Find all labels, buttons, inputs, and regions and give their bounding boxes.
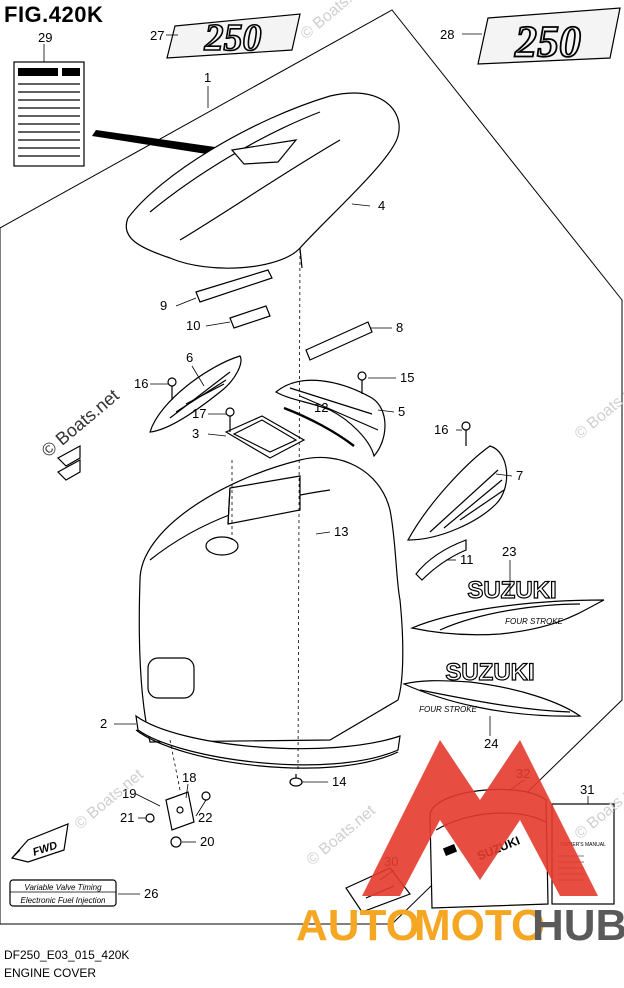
- callout-17: 17: [192, 406, 206, 421]
- callout-14: 14: [332, 774, 346, 789]
- callout-16-right: 16: [434, 422, 448, 437]
- callout-16-left: 16: [134, 376, 148, 391]
- decal-250-left: 250: [166, 13, 301, 60]
- manual-title: OWNER'S MANUAL: [560, 842, 606, 848]
- frame-outline: [0, 9, 623, 925]
- seal-strip-9: [195, 269, 273, 303]
- screw-15: [357, 371, 367, 394]
- seal-strip-10: [229, 305, 271, 329]
- decal-23: SUZUKI FOUR STROKE: [410, 576, 605, 636]
- logo-auto: AUTO: [296, 901, 420, 950]
- suzuki-s-logo: [57, 444, 81, 481]
- decal-250-right-text: 250: [514, 17, 581, 66]
- callout-5: 5: [398, 404, 405, 419]
- callout-13: 13: [334, 524, 348, 539]
- seal-strip-12: [283, 406, 355, 447]
- seal-strip-8: [305, 321, 373, 361]
- callout-27: 27: [150, 28, 164, 43]
- gasket-3: [224, 415, 306, 459]
- callout-21: 21: [120, 810, 134, 825]
- callout-24: 24: [484, 736, 498, 751]
- decal-23-fourstroke: FOUR STROKE: [505, 617, 563, 626]
- callout-20: 20: [200, 834, 214, 849]
- guide-lines: [169, 249, 301, 791]
- grommet-14: [289, 774, 303, 787]
- top-cover: [125, 92, 400, 269]
- callout-8: 8: [396, 320, 403, 335]
- callout-22: 22: [198, 810, 212, 825]
- vent-grille-6: [149, 355, 242, 433]
- logo-hub: HUB: [532, 901, 624, 950]
- watermark-boats-right: © Boats.net: [572, 376, 624, 443]
- callout-6: 6: [186, 350, 193, 365]
- warning-label-29: [13, 61, 85, 167]
- callout-19: 19: [122, 786, 136, 801]
- watermark-boats-top: © Boats.net: [298, 0, 374, 43]
- callout-11: 11: [460, 552, 474, 567]
- callout-12: 12: [314, 400, 328, 415]
- decal-250-left-text: 250: [204, 17, 262, 59]
- fwd-tag: FWD: [10, 823, 69, 863]
- callout-10: 10: [186, 318, 200, 333]
- callout-18: 18: [182, 770, 196, 785]
- automotohub-logo: AUTO MOTO HUB: [296, 740, 624, 950]
- seal-strip-11: [415, 539, 467, 581]
- vvt-line1: Variable Valve Timing: [24, 883, 102, 892]
- vent-grille-5: [274, 379, 386, 458]
- screw-16-left: [167, 377, 177, 400]
- screw-17: [225, 407, 235, 432]
- figure-name: ENGINE COVER: [4, 966, 97, 980]
- vent-grille-7: [406, 445, 508, 541]
- callout-3: 3: [192, 426, 199, 441]
- figure-code: DF250_E03_015_420K: [4, 948, 130, 962]
- callout-4: 4: [378, 198, 385, 213]
- vvt-efi-decal-26: Variable Valve Timing Electronic Fuel In…: [9, 879, 117, 907]
- bottom-cover: [135, 456, 404, 769]
- callout-31: 31: [580, 782, 594, 797]
- callout-7: 7: [516, 468, 523, 483]
- screw-16-right: [461, 421, 471, 446]
- decal-24: SUZUKI FOUR STROKE: [402, 658, 582, 717]
- decal-23-brand: SUZUKI: [467, 577, 556, 604]
- watermark-boats-bottom: © Boats.net: [304, 802, 380, 869]
- callout-23: 23: [502, 544, 516, 559]
- bracket-assembly: [145, 791, 211, 848]
- decal-24-brand: SUZUKI: [445, 659, 534, 686]
- decal-250-right: 250: [477, 7, 621, 67]
- callout-26: 26: [144, 886, 158, 901]
- callout-29: 29: [38, 30, 52, 45]
- pointer-arrow: [92, 130, 236, 158]
- vvt-line2: Electronic Fuel Injection: [21, 896, 106, 905]
- callout-1: 1: [204, 70, 211, 85]
- callout-28: 28: [440, 27, 454, 42]
- figure-title: FIG.420K: [4, 2, 104, 27]
- decal-24-fourstroke: FOUR STROKE: [419, 705, 477, 714]
- logo-moto: MOTO: [414, 901, 545, 950]
- callout-2: 2: [100, 716, 107, 731]
- callout-9: 9: [160, 298, 167, 313]
- callout-15: 15: [400, 370, 414, 385]
